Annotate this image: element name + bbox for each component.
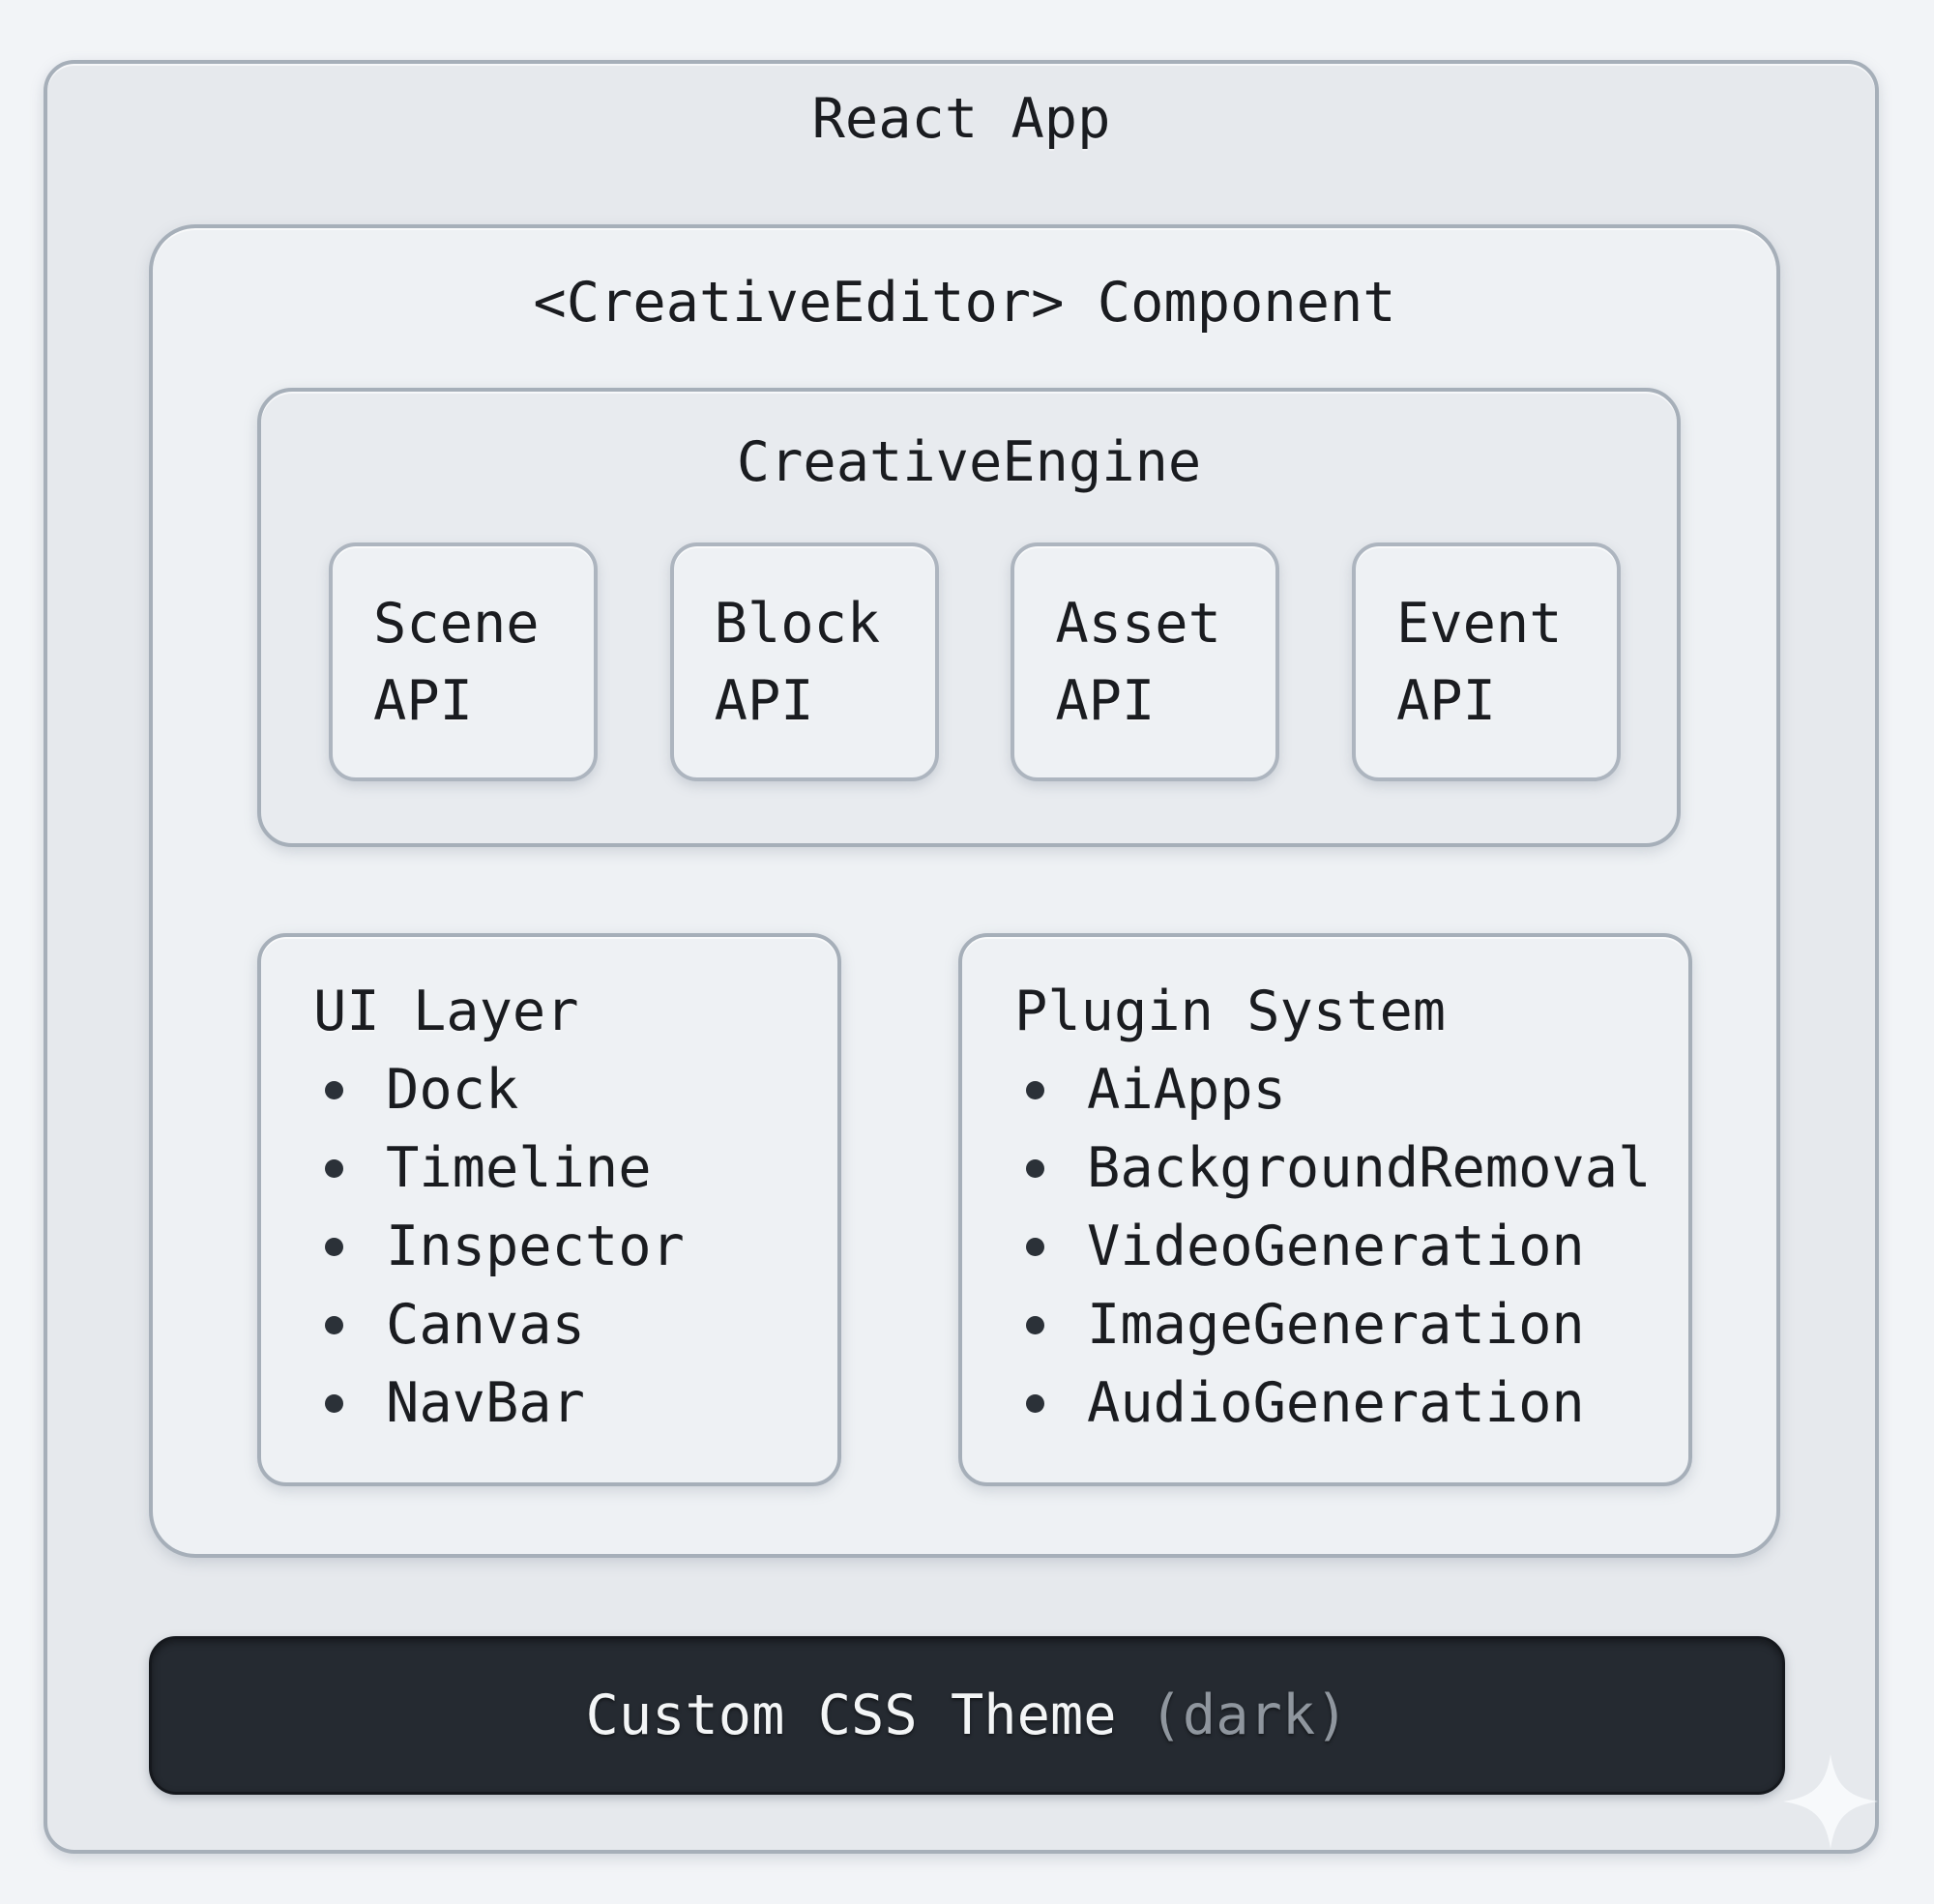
list-item-label: BackgroundRemoval: [1087, 1136, 1652, 1200]
list-item-label: Timeline: [386, 1136, 652, 1200]
bullet-dot: [1026, 1081, 1044, 1099]
api-label: Scene API: [373, 591, 540, 733]
api-box-asset: Asset API: [1011, 542, 1280, 781]
theme-bar-mode: (dark): [1149, 1684, 1349, 1747]
react-app-title: React App: [811, 87, 1111, 151]
list-item: Timeline: [313, 1129, 837, 1208]
list-item: NavBar: [313, 1364, 837, 1443]
react-app-box: React App <CreativeEditor> Component Cre…: [44, 60, 1879, 1854]
list-item: VideoGeneration: [1014, 1208, 1688, 1286]
bullet-dot: [325, 1394, 343, 1413]
ui-layer-box: UI Layer Dock Timeline Inspector Canvas …: [257, 933, 841, 1486]
bullet-dot: [325, 1238, 343, 1256]
list-item-label: Inspector: [386, 1215, 685, 1278]
bullet-dot: [325, 1081, 343, 1099]
bullet-dot: [1026, 1238, 1044, 1256]
list-item-label: Canvas: [386, 1293, 585, 1357]
ui-layer-list: Dock Timeline Inspector Canvas NavBar: [313, 1051, 837, 1443]
list-item: Canvas: [313, 1286, 837, 1364]
list-item: ImageGeneration: [1014, 1286, 1688, 1364]
api-row: Scene API Block API Asset API Event API: [329, 542, 1621, 781]
list-item-label: ImageGeneration: [1087, 1293, 1585, 1357]
api-box-scene: Scene API: [329, 542, 598, 781]
api-box-event: Event API: [1351, 542, 1621, 781]
list-item: Dock: [313, 1051, 837, 1129]
list-item-label: AudioGeneration: [1087, 1371, 1585, 1435]
list-item: BackgroundRemoval: [1014, 1129, 1688, 1208]
theme-bar-label: Custom CSS Theme: [585, 1684, 1117, 1747]
bullet-dot: [325, 1316, 343, 1334]
bullet-dot: [1026, 1159, 1044, 1178]
list-item: Inspector: [313, 1208, 837, 1286]
ui-layer-title: UI Layer: [313, 980, 579, 1043]
plugin-system-box: Plugin System AiApps BackgroundRemoval V…: [958, 933, 1692, 1486]
api-label: Asset API: [1055, 591, 1221, 733]
api-label: Block API: [714, 591, 881, 733]
creative-editor-title: <CreativeEditor> Component: [533, 271, 1396, 335]
bullet-dot: [1026, 1316, 1044, 1334]
list-item-label: AiApps: [1087, 1058, 1286, 1122]
api-label: Event API: [1395, 591, 1563, 733]
plugin-system-list: AiApps BackgroundRemoval VideoGeneration…: [1014, 1051, 1688, 1443]
bullet-dot: [1026, 1394, 1044, 1413]
list-item-label: VideoGeneration: [1087, 1215, 1585, 1278]
bullet-dot: [325, 1159, 343, 1178]
list-item: AudioGeneration: [1014, 1364, 1688, 1443]
list-item-label: NavBar: [386, 1371, 585, 1435]
sparkle-icon: [1783, 1754, 1878, 1849]
creative-editor-box: <CreativeEditor> Component CreativeEngin…: [149, 224, 1780, 1558]
list-item-label: Dock: [386, 1058, 519, 1122]
creative-engine-box: CreativeEngine Scene API Block API Asset…: [257, 388, 1681, 847]
list-item: AiApps: [1014, 1051, 1688, 1129]
creative-engine-title: CreativeEngine: [736, 430, 1202, 494]
plugin-system-title: Plugin System: [1014, 980, 1447, 1043]
custom-css-theme-bar: Custom CSS Theme (dark): [149, 1636, 1785, 1795]
api-box-block: Block API: [669, 542, 939, 781]
